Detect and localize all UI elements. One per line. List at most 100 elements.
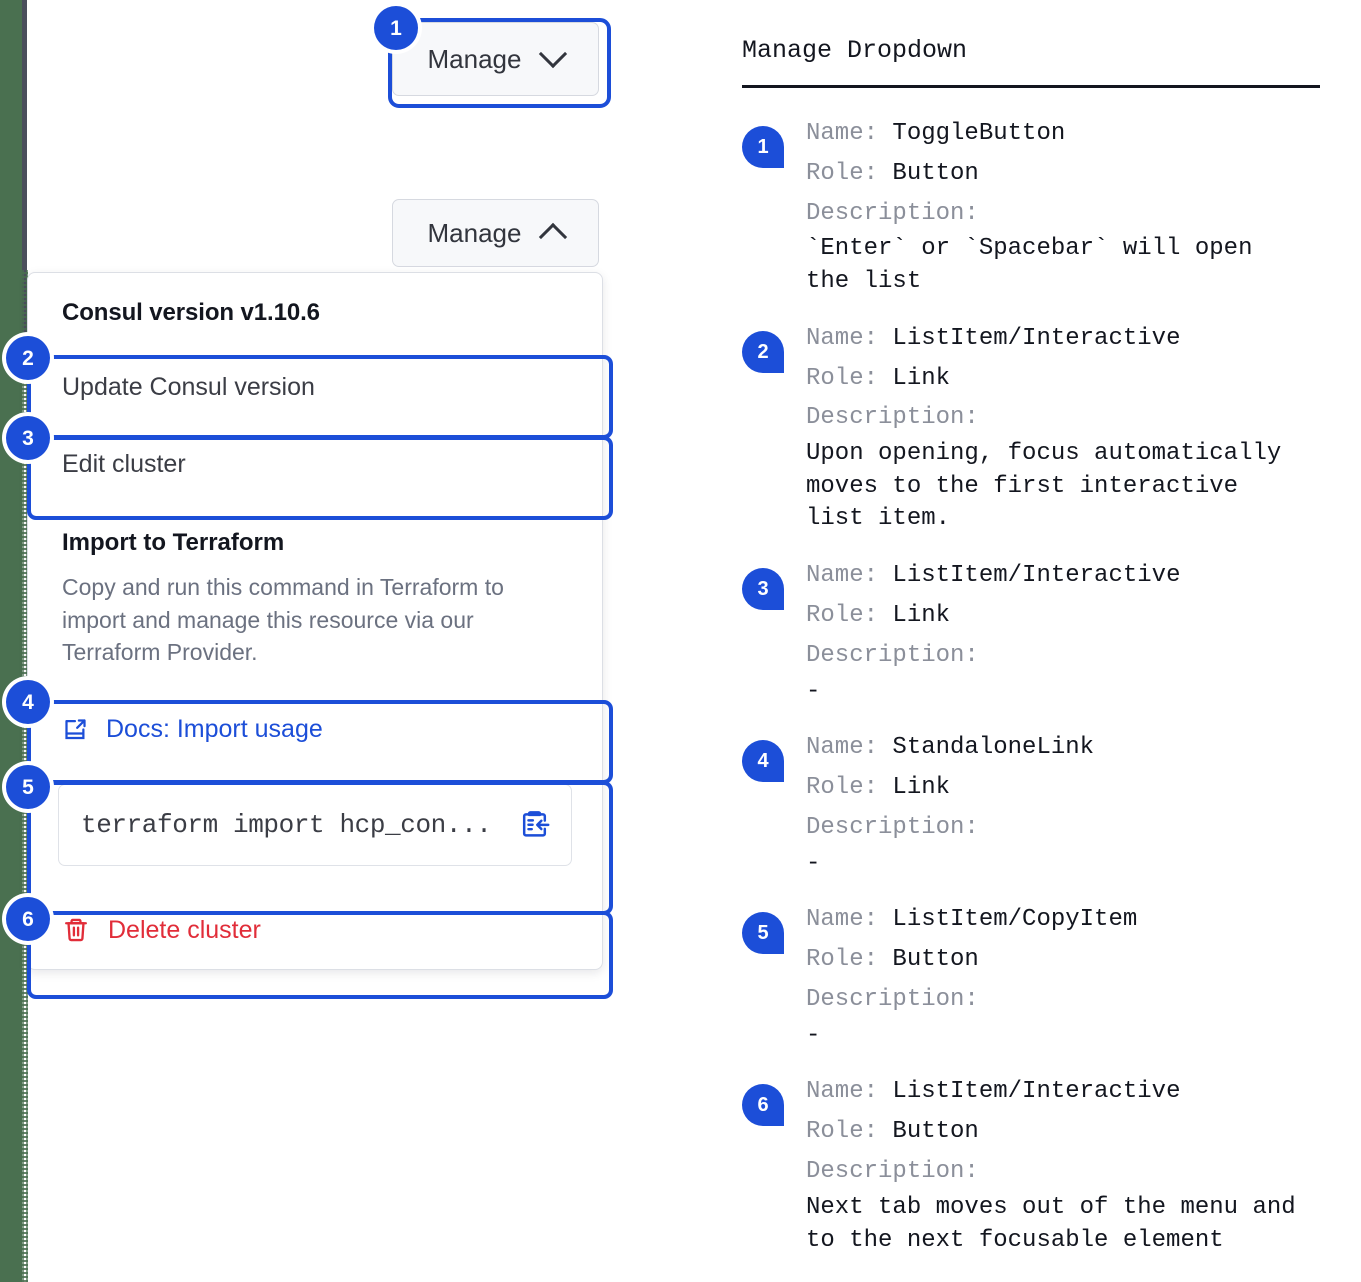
annotation-description-value: -: [806, 849, 821, 877]
annotation-description-value: Next tab moves out of the menu and to th…: [806, 1193, 1296, 1254]
terraform-command-text: terraform import hcp_con...: [81, 809, 492, 840]
annotation-role-key: Role:: [806, 946, 893, 974]
annotation-role-value: Link: [892, 364, 951, 392]
annotation-name-value: ListItem/Interactive: [892, 324, 1181, 352]
annotation-role-value: Button: [892, 159, 979, 187]
annotation-name-value: ListItem/CopyItem: [892, 906, 1138, 934]
annotation-badge-6: 6: [742, 1084, 784, 1127]
menu-item-delete-cluster[interactable]: Delete cluster: [28, 892, 602, 969]
delete-cluster-label: Delete cluster: [108, 915, 261, 944]
annotation-badge-wrap: 5: [742, 900, 784, 955]
annotation-description-key: Description:: [806, 985, 979, 1013]
menu-item-edit-cluster[interactable]: Edit cluster: [62, 450, 186, 478]
manage-dropdown-menu: Consul version v1.10.6 Update Consul ver…: [27, 272, 603, 970]
callout-badge-2: 2: [6, 336, 50, 380]
annotation-badge-2: 2: [742, 330, 784, 373]
annotation-name-key: Name:: [806, 562, 893, 590]
callout-badge-6: 6: [6, 897, 50, 941]
annotation-badge-wrap: 4: [742, 728, 784, 783]
annotation-description-value: -: [806, 1021, 821, 1049]
annotation-name: Name: ListItem/Interactive: [806, 556, 1320, 596]
annotation-role-key: Role:: [806, 159, 893, 187]
annotation-name: Name: ListItem/Interactive: [806, 1072, 1320, 1112]
annotation-role-key: Role:: [806, 364, 893, 392]
terraform-command-copy-box[interactable]: terraform import hcp_con...: [58, 783, 572, 866]
annotation-role: Role: Link: [806, 359, 1320, 399]
annotation-role: Role: Button: [806, 940, 1320, 980]
annotation-badge-wrap: 1: [742, 114, 784, 168]
trash-icon: [62, 916, 90, 944]
annotation-name-value: ToggleButton: [892, 120, 1066, 147]
annotation-description-value: `Enter` or `Spacebar` will open the list: [806, 235, 1253, 296]
annotation-description-key: Description:: [806, 813, 979, 841]
annotation-name-key: Name:: [806, 120, 893, 147]
annotation-role: Role: Link: [806, 768, 1320, 808]
annotation-role: Role: Button: [806, 1112, 1320, 1152]
annotation-name-value: ListItem/Interactive: [892, 1078, 1181, 1106]
manage-toggle-button-expanded[interactable]: Manage: [392, 199, 599, 267]
annotation-name: Name: StandaloneLink: [806, 728, 1320, 768]
annotation-role-key: Role:: [806, 601, 893, 629]
manage-toggle-button-collapsed[interactable]: Manage: [392, 22, 599, 96]
manage-toggle-label: Manage: [427, 43, 522, 74]
annotation-name-key: Name:: [806, 1078, 893, 1106]
annotation-description-key: Description:: [806, 1158, 979, 1186]
clipboard-copy-icon[interactable]: [518, 808, 551, 841]
annotation-badge-wrap: 3: [742, 556, 784, 611]
annotation-name-key: Name:: [806, 906, 893, 934]
chevron-down-icon: [539, 39, 568, 69]
callout-badge-4: 4: [6, 680, 50, 724]
annotation-role-key: Role:: [806, 1118, 893, 1146]
annotation-name-value: ListItem/Interactive: [892, 562, 1181, 590]
docs-external-link-icon: [62, 716, 89, 743]
annotation-role: Role: Button: [806, 154, 1320, 194]
annotation-badge-5: 5: [742, 912, 784, 955]
callout-badge-1: 1: [374, 6, 418, 50]
annotation-name-key: Name:: [806, 324, 893, 352]
annotation-description-value: -: [806, 677, 821, 705]
docs-import-usage-label: Docs: Import usage: [106, 714, 323, 743]
dropdown-header-consul-version: Consul version v1.10.6: [62, 299, 320, 326]
annotation-name: Name: ToggleButton: [806, 114, 1320, 154]
annotation-badge-1: 1: [742, 126, 784, 168]
annotation-description-key: Description:: [806, 199, 979, 227]
annotation-badge-wrap: 2: [742, 319, 784, 373]
annotation-divider: [742, 85, 1320, 88]
annotation-badge-4: 4: [742, 740, 784, 783]
annotation-name-value: StandaloneLink: [892, 734, 1095, 762]
annotation-name: Name: ListItem/Interactive: [806, 319, 1320, 359]
annotation-description-value: Upon opening, focus automatically moves …: [806, 440, 1282, 533]
menu-item-copy-command-row[interactable]: terraform import hcp_con...: [28, 766, 602, 892]
callout-badge-3: 3: [6, 416, 50, 460]
annotation-name-key: Name:: [806, 734, 893, 762]
page-left-rail: [22, 0, 27, 333]
annotation-description-key: Description:: [806, 404, 979, 432]
menu-item-docs-import-usage[interactable]: Docs: Import usage: [28, 693, 602, 766]
annotation-role-value: Link: [892, 774, 951, 802]
annotation-role-value: Button: [892, 946, 979, 974]
annotation-badge-3: 3: [742, 568, 784, 611]
annotation-panel-title: Manage Dropdown: [742, 36, 968, 65]
capture-edge-strip: [0, 0, 22, 1282]
chevron-up-icon: [539, 222, 568, 252]
annotation-role-value: Link: [892, 601, 951, 629]
annotation-name: Name: ListItem/CopyItem: [806, 900, 1320, 940]
annotation-badge-wrap: 6: [742, 1072, 784, 1127]
menu-item-update-consul-version[interactable]: Update Consul version: [62, 373, 315, 401]
callout-badge-5: 5: [6, 765, 50, 809]
annotation-description-key: Description:: [806, 641, 979, 669]
terraform-section-title: Import to Terraform: [62, 529, 285, 556]
